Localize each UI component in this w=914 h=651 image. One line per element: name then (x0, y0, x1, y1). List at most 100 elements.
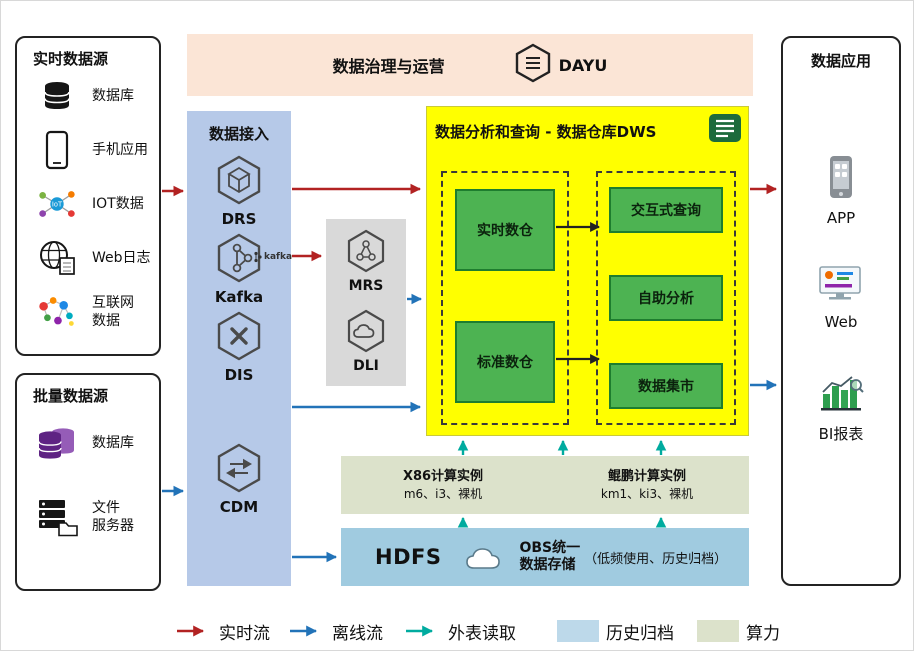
bi-report-icon (817, 372, 865, 418)
app-item-web: Web (783, 264, 899, 331)
kafka-mini-icon (254, 251, 262, 263)
hdfs-label: HDFS (375, 545, 442, 569)
source-item-label: Web日志 (92, 249, 151, 266)
database-icon (35, 78, 79, 114)
iot-icon: IoT (35, 187, 79, 221)
source-item-database: 数据库 (17, 69, 159, 123)
panel-batch-sources: 批量数据源 数据库 文件 服务器 (15, 373, 161, 591)
service-label: DIS (224, 366, 254, 384)
middleware-box: MRS DLI (326, 219, 406, 386)
source-item-label: 手机应用 (92, 141, 148, 158)
module-realtime-warehouse: 实时数仓 (455, 189, 555, 271)
internet-data-icon (35, 294, 79, 330)
ingestion-title: 数据接入 (208, 125, 269, 143)
legend-label: 历史归档 (606, 623, 674, 644)
legend-history-archive: 历史归档 (557, 614, 674, 648)
dli-icon (346, 309, 386, 357)
source-item-label: 数据库 (92, 87, 134, 104)
applications-title: 数据应用 (810, 52, 871, 70)
service-dli: DLI (326, 309, 406, 374)
x86-models: m6、i3、裸机 (403, 486, 483, 501)
kafka-icon (216, 233, 262, 287)
x86-title: X86计算实例 (402, 469, 484, 485)
dayu-product: DAYU (515, 43, 608, 87)
app-item-label: Web (824, 313, 858, 331)
source-item-web-log: Web日志 (17, 231, 159, 285)
app-item-label: APP (826, 209, 856, 227)
module-interactive-query: 交互式查询 (609, 187, 723, 233)
legend-compute-power: 算力 (697, 614, 780, 648)
svg-text:IoT: IoT (52, 200, 63, 208)
module-data-mart: 数据集市 (609, 363, 723, 409)
source-item-label: 数据库 (92, 434, 134, 451)
compute-bar: X86计算实例 m6、i3、裸机 鲲鹏计算实例 km1、ki3、裸机 (341, 456, 749, 514)
legend-offline-flow: 离线流 (289, 614, 383, 648)
dws-icon (708, 113, 742, 147)
service-dis: DIS (187, 311, 291, 384)
legend-label: 离线流 (332, 623, 383, 644)
kunpeng-compute: 鲲鹏计算实例 km1、ki3、裸机 (545, 468, 749, 502)
kunpeng-models: km1、ki3、裸机 (600, 486, 694, 501)
service-mrs: MRS (326, 229, 406, 294)
governance-bar: 数据治理与运营 DAYU (187, 34, 753, 96)
dws-title: 数据分析和查询 - 数据仓库DWS (435, 123, 657, 141)
source-item-label: 互联网 数据 (92, 294, 134, 329)
source-item-batch-database: 数据库 (17, 406, 159, 480)
panel-applications: 数据应用 APP Web BI报表 (781, 36, 901, 586)
web-log-icon (35, 239, 79, 277)
service-label: DLI (353, 358, 379, 374)
app-item-label: BI报表 (818, 425, 864, 443)
app-item-app: APP (783, 154, 899, 227)
service-kafka: Kafka (187, 233, 291, 306)
drs-icon (216, 155, 262, 209)
purple-database-icon (35, 423, 79, 463)
kafka-badge: kafka (253, 251, 292, 263)
legend-label: 算力 (746, 623, 780, 644)
module-standard-warehouse: 标准数仓 (455, 321, 555, 403)
query-group: 交互式查询 自助分析 数据集市 (596, 171, 736, 425)
dis-icon (216, 311, 262, 365)
app-icon (827, 154, 855, 204)
service-label: DRS (221, 210, 257, 228)
app-item-bi: BI报表 (783, 372, 899, 444)
source-item-internet-data: 互联网 数据 (17, 285, 159, 339)
source-item-file-server: 文件 服务器 (17, 480, 159, 554)
source-item-iot: IoT IOT数据 (17, 177, 159, 231)
source-item-label: 文件 服务器 (92, 499, 134, 534)
x86-compute: X86计算实例 m6、i3、裸机 (341, 468, 545, 502)
ingestion-column: 数据接入 DRS Kafka kafka DIS C (187, 111, 292, 586)
legend-label: 外表读取 (448, 623, 516, 644)
source-item-label: IOT数据 (92, 195, 144, 212)
governance-title: 数据治理与运营 (332, 57, 445, 76)
dws-title-row: 数据分析和查询 - 数据仓库DWS (435, 113, 742, 147)
legend-external-arrow (406, 625, 434, 637)
obs-note: （低频使用、历史归档） (584, 551, 728, 567)
service-label: MRS (348, 278, 384, 294)
warehouse-group: 实时数仓 标准数仓 (441, 171, 569, 425)
file-server-icon (35, 497, 79, 537)
storage-bar: HDFS OBS统一 数据存储 （低频使用、历史归档） (341, 528, 749, 586)
service-drs: DRS (187, 155, 291, 228)
module-self-service-analysis: 自助分析 (609, 275, 723, 321)
service-label: Kafka (214, 288, 264, 306)
dayu-icon (515, 43, 551, 87)
compute-swatch (697, 620, 739, 642)
legend-label: 实时流 (219, 623, 270, 644)
web-icon (817, 264, 865, 308)
batch-sources-title: 批量数据源 (33, 387, 109, 405)
legend-offline-arrow (290, 625, 318, 637)
legend-external-read: 外表读取 (405, 614, 516, 648)
legend-realtime-arrow (177, 625, 205, 637)
mobile-phone-icon (35, 130, 79, 170)
legend-realtime-flow: 实时流 (176, 614, 270, 648)
mrs-icon (346, 229, 386, 277)
kunpeng-title: 鲲鹏计算实例 (607, 469, 686, 485)
obs-cloud-icon (463, 543, 509, 571)
realtime-sources-title: 实时数据源 (33, 50, 109, 68)
service-label: CDM (219, 498, 259, 516)
dayu-label: DAYU (558, 55, 608, 75)
service-cdm: CDM (187, 443, 291, 516)
cdm-icon (216, 443, 262, 497)
archive-swatch (557, 620, 599, 642)
